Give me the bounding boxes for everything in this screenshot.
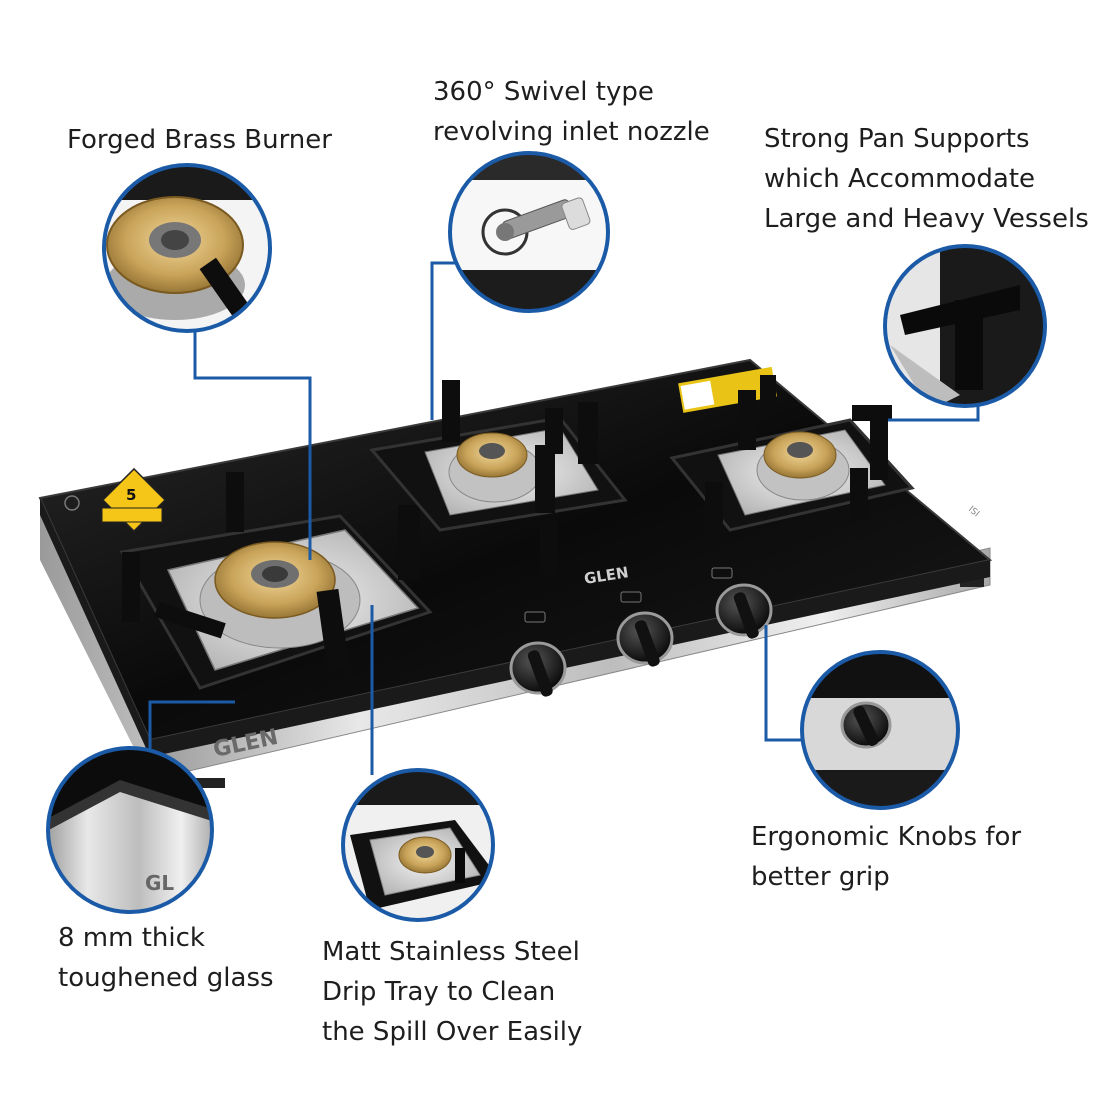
knob-2: [616, 611, 674, 667]
callout-line-pan: [888, 405, 980, 422]
svg-text:GL: GL: [145, 871, 174, 895]
feature-line: Strong Pan Supports: [764, 124, 1030, 154]
knob-indicator-1: [524, 611, 546, 623]
feature-label-glass: 8 mm thick toughened glass: [58, 918, 274, 998]
callout-line-nozzle: [430, 261, 455, 420]
warranty-badge-number: 5: [126, 486, 136, 504]
feature-label-drip-tray: Matt Stainless Steel Drip Tray to Clean …: [322, 932, 582, 1052]
knob-indicator-3: [711, 567, 733, 579]
feature-label-knobs: Ergonomic Knobs for better grip: [751, 817, 1021, 897]
pan-support-icon: [883, 244, 1047, 408]
feature-line: Drip Tray to Clean: [322, 977, 556, 1007]
burner-left: [119, 472, 433, 690]
feature-label-pan-support: Strong Pan Supports which Accommodate La…: [764, 119, 1089, 239]
feature-line: 360° Swivel type: [433, 77, 654, 107]
callout-line-knob: [764, 625, 805, 742]
feature-line: Matt Stainless Steel: [322, 937, 580, 967]
feature-line: revolving inlet nozzle: [433, 117, 710, 147]
feature-line: 8 mm thick: [58, 923, 205, 953]
feature-line: the Spill Over Easily: [322, 1017, 583, 1047]
burner-right: [669, 375, 915, 542]
feature-line: which Accommodate: [764, 164, 1036, 194]
drip-tray-icon: [341, 768, 495, 922]
feature-line: toughened glass: [58, 963, 274, 993]
callout-line-glass: [148, 700, 235, 768]
burner-middle: [369, 380, 628, 575]
feature-line: better grip: [751, 862, 890, 892]
knob-1: [509, 641, 567, 697]
knob-indicator-2: [620, 591, 642, 603]
feature-line: Ergonomic Knobs for: [751, 822, 1022, 852]
svg-text:ISI: ISI: [966, 505, 981, 520]
knob-icon: [800, 650, 960, 810]
knob-3: [715, 583, 773, 639]
feature-label-burner: Forged Brass Burner: [67, 120, 332, 160]
callout-lines: [148, 261, 980, 775]
callout-line-burner: [193, 330, 312, 560]
glass-edge-icon: GL: [46, 746, 214, 914]
brass-burner-icon: [102, 163, 272, 333]
feature-line: Forged Brass Burner: [67, 125, 332, 155]
foot-left: [195, 778, 225, 788]
feature-line: Large and Heavy Vessels: [764, 204, 1089, 234]
logo-mark: [64, 495, 80, 511]
feature-label-nozzle: 360° Swivel type revolving inlet nozzle: [433, 72, 710, 152]
foot-right: [960, 578, 984, 587]
swivel-nozzle-icon: [448, 151, 610, 313]
warranty-badge: [101, 467, 167, 533]
